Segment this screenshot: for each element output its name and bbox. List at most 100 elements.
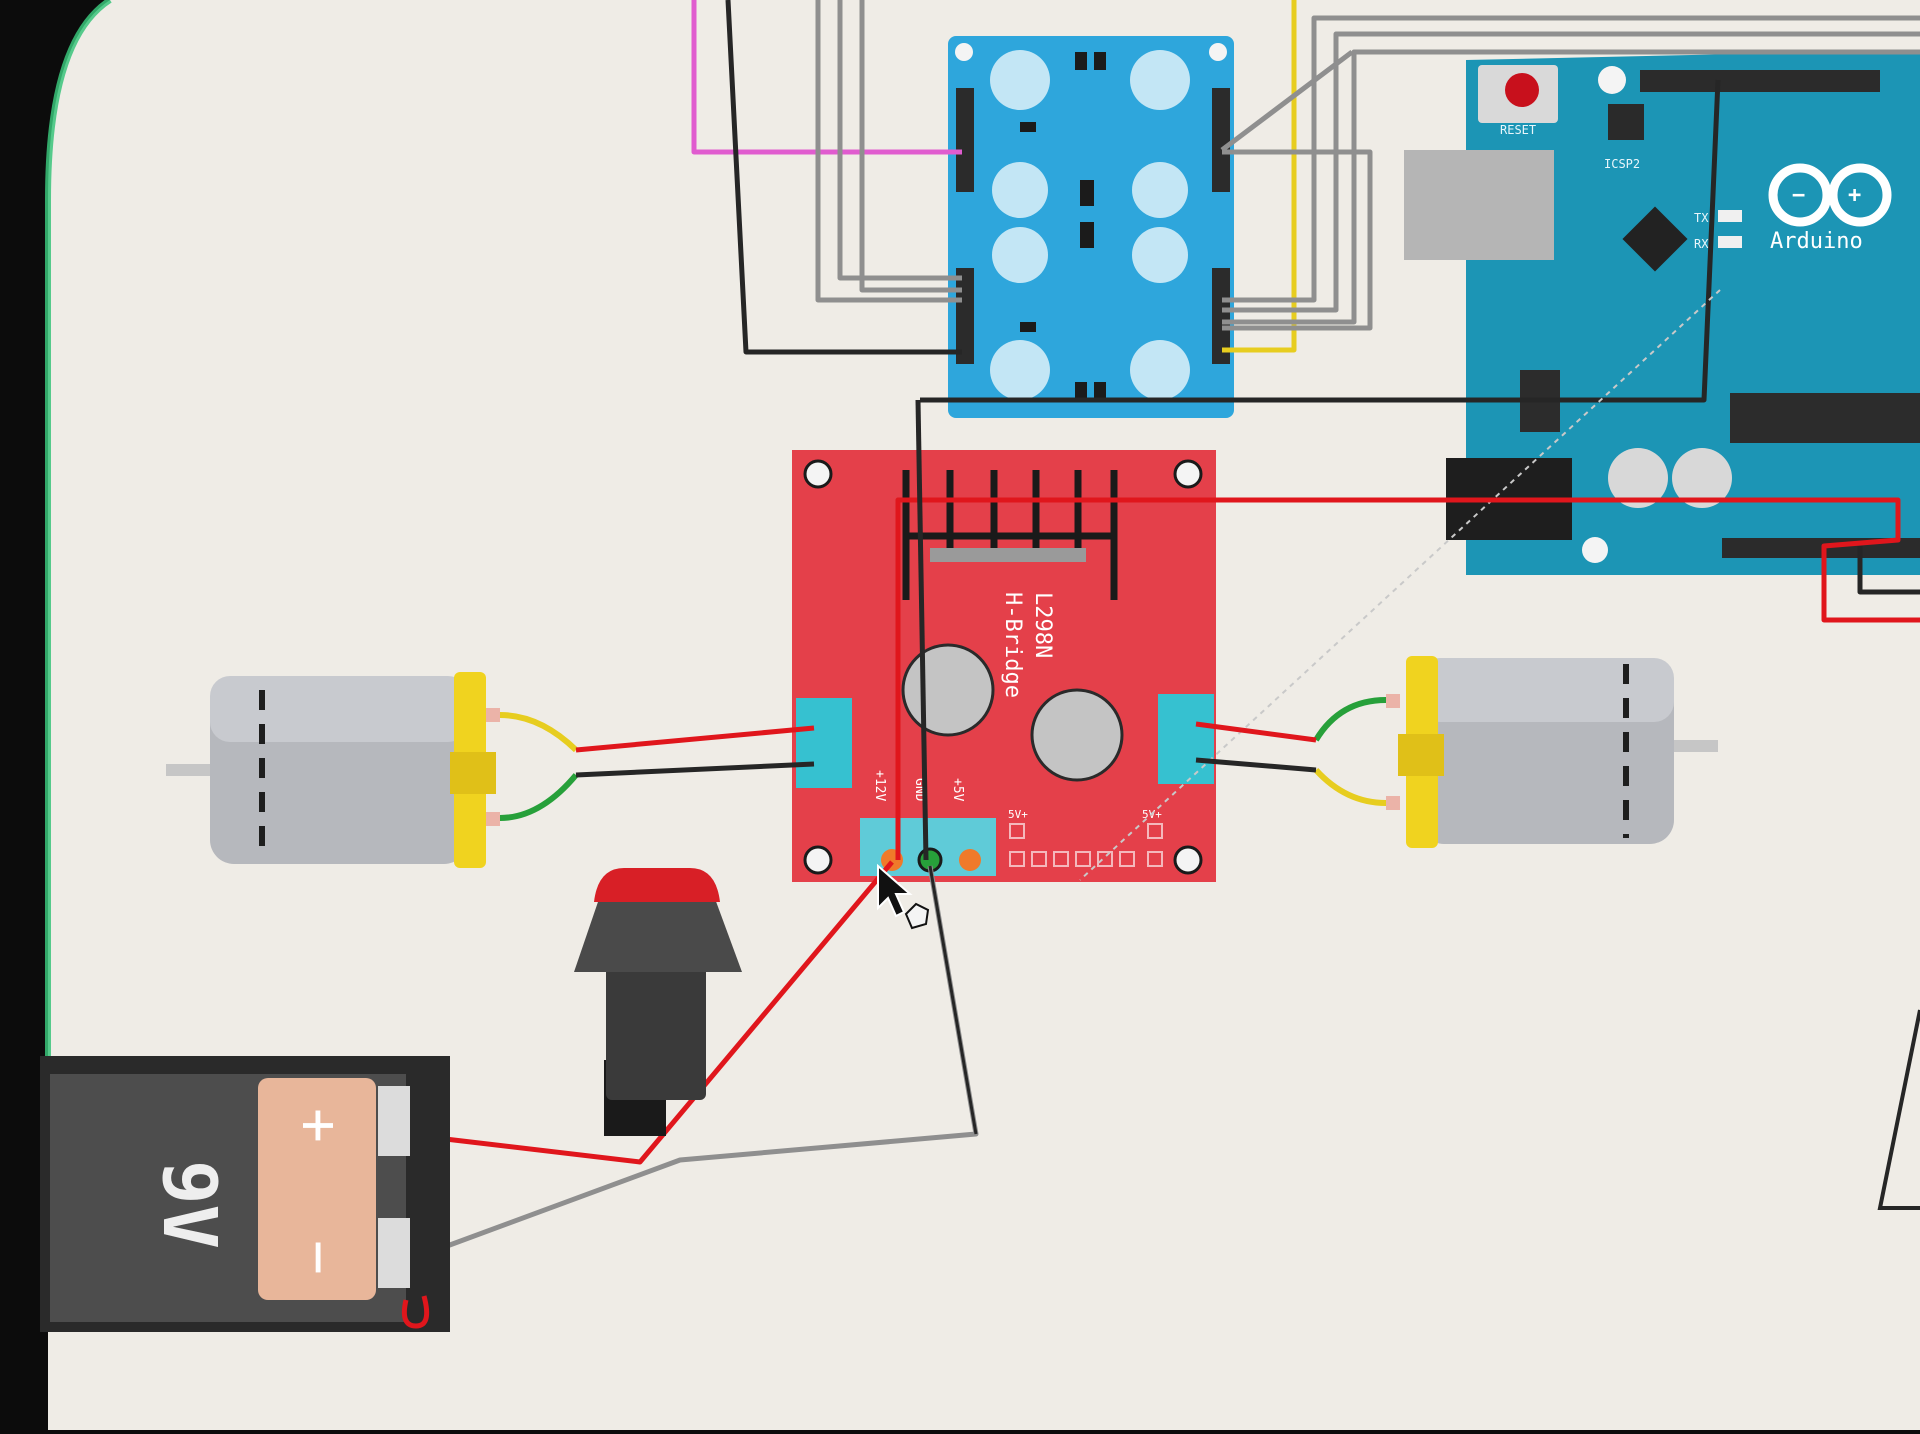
sensor-components (1020, 52, 1106, 400)
l298n-hbridge-board[interactable]: L298N H-Bridge +12V GND +5V 5V+ 5V+ (792, 450, 1216, 882)
wires-right-motor[interactable] (1195, 721, 1317, 773)
wire-red-right-motor[interactable] (1195, 721, 1317, 743)
motor-tab (486, 708, 500, 722)
push-button[interactable] (574, 868, 742, 1136)
reset-button-cap (1505, 73, 1539, 107)
tx-label: TX (1694, 211, 1709, 225)
svg-text:+: + (1848, 183, 1861, 208)
motor-lead-yellow (1313, 767, 1387, 806)
battery-voltage-label: 9V (146, 1160, 232, 1249)
arduino-mount-hole (1582, 537, 1608, 563)
right-dc-motor[interactable] (1313, 656, 1718, 848)
reset-label: RESET (1500, 123, 1536, 137)
pin-12v-label: +12V (872, 770, 887, 801)
wire-black-sensor[interactable] (725, 0, 962, 355)
wire-gray-5[interactable] (1222, 15, 1920, 303)
wire-red-left-motor[interactable] (575, 725, 815, 753)
usb-connector (1404, 150, 1554, 260)
hbridge-name-label: H-Bridge (1000, 592, 1025, 698)
hbridge-capacitor (901, 643, 995, 737)
wire-offscreen[interactable] (1877, 1009, 1920, 1210)
wire-gray-1[interactable] (815, 0, 962, 303)
hbridge-mount-hole (1173, 845, 1203, 875)
wires-top[interactable] (691, 0, 1920, 403)
wire-black-left-motor[interactable] (575, 761, 815, 778)
wire-black-gnd-return[interactable] (928, 865, 978, 1135)
arduino-digital-header (1640, 70, 1880, 92)
wire-black-arduino-gnd[interactable] (1857, 546, 1920, 595)
l298n-chip (930, 548, 1086, 562)
push-button-body (606, 958, 706, 1100)
wire-red-battery[interactable] (419, 860, 894, 1165)
sensor-mount-hole (955, 43, 973, 61)
wires-left-motor[interactable] (575, 725, 815, 778)
battery-9v[interactable]: 9V + − (40, 1056, 450, 1332)
push-button-cap[interactable] (594, 868, 720, 902)
wire-gray-7[interactable] (1222, 49, 1920, 325)
motor-a-terminal[interactable] (796, 698, 852, 788)
hbridge-mount-hole (1173, 459, 1203, 489)
capacitor (1672, 448, 1732, 508)
wire-gray-8[interactable] (1220, 50, 1354, 152)
icsp-label: ICSP2 (1604, 157, 1640, 171)
motor-shaft (1660, 740, 1718, 752)
mouse-pointer-icon (877, 863, 913, 918)
arduino-logo: + − (1768, 163, 1892, 227)
wire-yellow[interactable] (1222, 0, 1297, 353)
battery-positive-terminal[interactable] (378, 1086, 410, 1156)
wire-red-arduino-power[interactable] (895, 497, 1920, 860)
rx-led (1718, 236, 1742, 248)
motor-lead-green (1313, 697, 1387, 742)
pin-5v-terminal[interactable] (959, 849, 981, 871)
motor-shaft (166, 764, 222, 776)
sensor-domes (990, 50, 1190, 400)
ultrasonic-sensor-board[interactable] (948, 36, 1234, 418)
hbridge-chip-label: L298N (1030, 592, 1055, 658)
atmega-chip (1730, 393, 1920, 443)
battery-plus-label: + (286, 1108, 354, 1143)
capacitor (1608, 448, 1668, 508)
battery-label-area (258, 1078, 376, 1300)
icsp-header (1608, 104, 1644, 140)
wire-gray-3[interactable] (859, 0, 962, 293)
pin-5v-label: +5V (950, 778, 965, 802)
wire-gray-2[interactable] (837, 0, 962, 281)
push-button-collar (574, 896, 742, 972)
tx-led (1718, 210, 1742, 222)
arduino-board[interactable]: RESET ICSP2 TX RX + − Arduino (1404, 50, 1920, 575)
left-dc-motor[interactable] (166, 672, 579, 868)
wire-black-hbridge-gnd[interactable] (915, 399, 929, 861)
pin-ena-label: 5V+ (1008, 808, 1028, 821)
rx-label: RX (1694, 237, 1709, 251)
wire-pink[interactable] (691, 0, 962, 155)
motor-lead-yellow (499, 712, 579, 753)
arduino-mount-hole (1598, 66, 1626, 94)
usb-chip (1622, 206, 1688, 272)
bezel-glow-edge (45, 0, 112, 1100)
arduino-brand: Arduino (1770, 229, 1863, 254)
sensor-mount-hole (1209, 43, 1227, 61)
motor-end-cap-center (450, 752, 496, 794)
wire-gray-4[interactable] (1222, 149, 1373, 331)
heatsink (902, 470, 1118, 600)
wires-hbridge[interactable] (419, 399, 1920, 1259)
wire-black-arduino[interactable] (920, 79, 1721, 403)
hbridge-mount-hole (803, 459, 833, 489)
svg-text:−: − (1792, 183, 1805, 208)
motor-tab (1386, 796, 1400, 810)
motor-b-terminal[interactable] (1158, 694, 1214, 784)
wire-black-right-motor[interactable] (1195, 757, 1317, 773)
motor-tab (1386, 694, 1400, 708)
motor-end-cap-center (1398, 734, 1444, 776)
hand-cursor-icon (904, 902, 930, 930)
hbridge-mount-hole (803, 845, 833, 875)
motor-tab (486, 812, 500, 826)
battery-minus-label: − (286, 1240, 354, 1275)
control-pin-row[interactable] (1009, 823, 1163, 867)
motor-lead-green (499, 773, 579, 821)
battery-negative-terminal[interactable] (378, 1218, 410, 1288)
hbridge-capacitor (1030, 688, 1124, 782)
battery-strap (401, 1295, 430, 1329)
wire-gray-6[interactable] (1222, 31, 1920, 313)
